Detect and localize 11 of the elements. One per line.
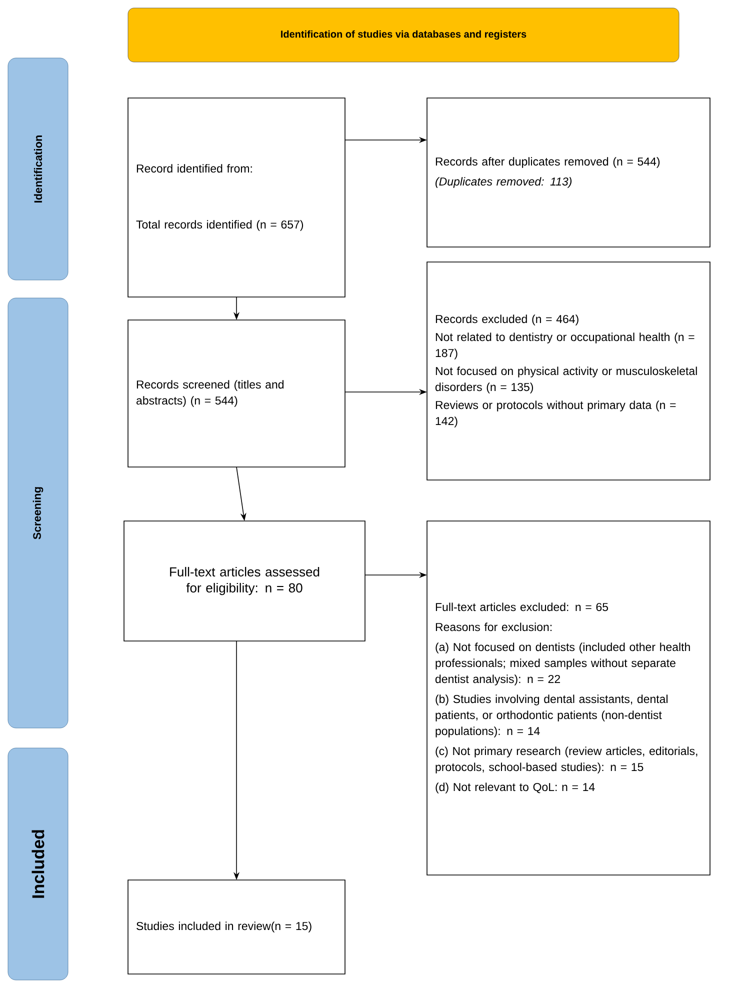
process-box: Record identified from: Total records identified (n = 657) bbox=[128, 98, 346, 298]
process-box: Records excluded (n = 464) Not related to dentistry or occupational health (n = 187) Not focused on physical activity or musculoskeletal disorders (n = 135) Reviews or protocols without primary data (n = 142) bbox=[426, 262, 710, 480]
process-box: Studies included in review(n = 15) bbox=[128, 880, 346, 974]
phase-band: Included bbox=[8, 748, 68, 980]
phase-band: Identification bbox=[8, 58, 68, 280]
process-box: Full-text articles assessed for eligibility: n = 80 bbox=[124, 520, 366, 642]
process-box: Full-text articles excluded: n = 65 Reasons for exclusion: (a) Not focused on dentists (included other health professionals; mixed samples without separate dentist analysis): n = 22 (b) Studies involving dental assistants, dental patients, or orthodontic patients (non-dentist populations): n = 14 (c) Not primary research (review articles, editorials, protocols, school-based studies): n = 15 (d) Not relevant to QoL: n = 14 bbox=[426, 520, 710, 876]
process-box: Records screened (titles and abstracts) (n = 544) bbox=[128, 320, 346, 468]
header-banner: Identification of studies via databases and registers bbox=[128, 8, 680, 62]
process-box: Records after duplicates removed (n = 544) (Duplicates removed: 113) bbox=[426, 98, 710, 248]
phase-band: Screening bbox=[8, 298, 68, 728]
